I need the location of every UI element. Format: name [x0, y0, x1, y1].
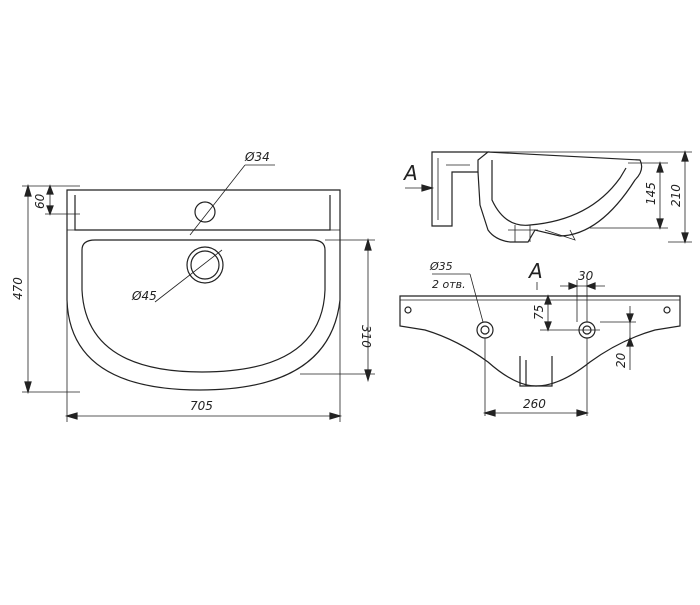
side-bottom-foot: [544, 229, 576, 241]
bowl-arrow-bottom: [364, 369, 372, 383]
ledge-arrow-bottom: [46, 205, 54, 216]
width-dim-label: 705: [190, 399, 213, 413]
bowl-outline: [81, 239, 326, 373]
drain-hole-label: Ø45: [131, 289, 157, 303]
drain-outer: [186, 246, 224, 284]
side-view: A 145 210: [402, 150, 692, 244]
d75-arrow-bottom: [544, 321, 552, 332]
depth-arrow-top: [24, 183, 32, 197]
width-arrow-left: [64, 412, 78, 420]
mount-hole-left-inner: [480, 325, 490, 335]
side-back-outline: [431, 151, 490, 227]
h145-arrow-top: [656, 161, 664, 173]
mount-hole-leader: [469, 273, 484, 323]
section-arrow-head: [421, 184, 435, 192]
mount-slot-right: [663, 306, 671, 314]
h210-arrow-bottom: [681, 232, 689, 244]
depth-dim-label: 470: [11, 277, 25, 300]
tap-hole-label: Ø34: [244, 150, 270, 164]
h210-arrow-top: [681, 150, 689, 162]
d30-arrow-right: [585, 282, 596, 290]
depth-arrow-bottom: [24, 381, 32, 395]
d75-dim-label: 75: [532, 305, 546, 320]
d260-arrow-left: [482, 409, 496, 417]
side-basin-inner: [491, 160, 627, 226]
basin-outer-outline: [66, 189, 341, 391]
d30-arrow-left: [568, 282, 579, 290]
h210-dim-label: 210: [669, 184, 683, 207]
d20-arrow-bottom: [626, 336, 634, 347]
mount-hole-count-label: 2 отв.: [432, 278, 466, 291]
bowl-dim-label: 310: [359, 325, 373, 348]
h145-dim-label: 145: [644, 182, 658, 205]
d20-dim-label: 20: [614, 352, 628, 368]
d75-arrow-top: [544, 294, 552, 305]
d260-arrow-right: [576, 409, 590, 417]
side-basin-outline: [477, 151, 643, 243]
top-view: Ø34 Ø45 705 470 60 310: [11, 150, 375, 422]
front-section-letter: A: [527, 259, 543, 283]
width-arrow-right: [329, 412, 343, 420]
d20-arrow-top: [626, 313, 634, 324]
ledge-arrow-top: [46, 184, 54, 195]
drain-leader: [154, 249, 223, 303]
front-view: A Ø35 2 отв. 30 75: [399, 259, 681, 417]
tap-hole-leader: [189, 164, 246, 236]
mount-slot-left: [404, 306, 412, 314]
side-drain: [508, 225, 538, 242]
front-drain-outlet: [519, 356, 553, 387]
ledge-dim-label: 60: [33, 193, 47, 209]
d30-dim-label: 30: [578, 269, 594, 283]
side-back-inner: [437, 158, 470, 220]
tap-hole: [194, 201, 216, 223]
d260-dim-label: 260: [523, 397, 546, 411]
side-section-letter: A: [402, 161, 418, 185]
back-ledge-outline: [74, 195, 331, 231]
h145-arrow-bottom: [656, 218, 664, 230]
mount-hole-label: Ø35: [429, 260, 453, 273]
mount-hole-left-outer: [476, 321, 494, 339]
bowl-arrow-top: [364, 237, 372, 251]
drain-inner: [190, 250, 220, 280]
